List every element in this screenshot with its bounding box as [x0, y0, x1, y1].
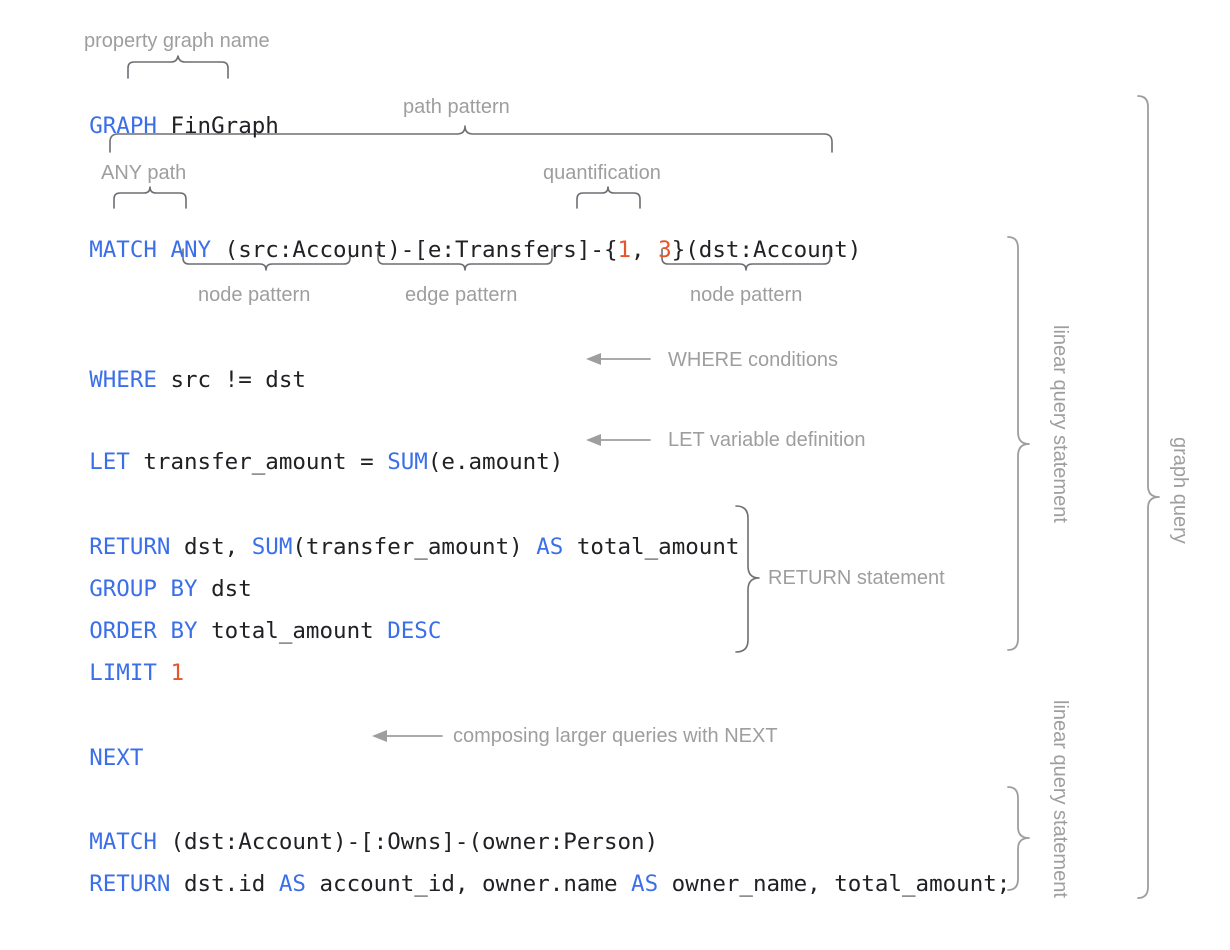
- label-let-variable-definition: LET variable definition: [668, 429, 866, 451]
- token-keyword: RETURN: [89, 533, 171, 560]
- token-plain: src != dst: [156, 366, 306, 393]
- token-keyword: GRAPH: [89, 112, 157, 139]
- token-args: (e.amount): [427, 448, 564, 475]
- token-plain: transfer_amount =: [129, 448, 388, 475]
- label-path-pattern: path pattern: [403, 96, 510, 118]
- token-comma: ,: [631, 236, 659, 263]
- token-pattern: (dst:Account)-[:Owns]-(owner:Person): [156, 828, 659, 855]
- token-keyword: MATCH: [89, 236, 157, 263]
- token-space: [157, 237, 171, 263]
- arrow-where-conditions: [586, 353, 651, 365]
- arrow-composing-with-next: [372, 730, 443, 742]
- brace-linear-query-statement-1: [1007, 236, 1030, 651]
- token-keyword-as-2: AS: [631, 870, 659, 897]
- code-line-let: LET transfer_amount = SUM(e.amount): [35, 428, 563, 496]
- token-plain: total_amount: [197, 617, 388, 644]
- label-node-pattern-1: node pattern: [198, 284, 311, 306]
- code-line-next: NEXT: [35, 724, 143, 792]
- token-keyword-as-1: AS: [278, 870, 306, 897]
- code-line-return-2: RETURN dst.id AS account_id, owner.name …: [35, 850, 1010, 918]
- label-linear-query-statement-2: linear query statement: [1049, 700, 1071, 898]
- code-line-group-by: GROUP BY dst: [35, 555, 252, 623]
- label-edge-pattern: edge pattern: [405, 284, 518, 306]
- token-pattern-tail: }(dst:Account): [671, 236, 862, 263]
- code-line-graph: GRAPH FinGraph: [35, 92, 279, 160]
- label-graph-query: graph query: [1169, 437, 1191, 544]
- token-plain: dst: [197, 575, 252, 602]
- token-alias: total_amount: [563, 533, 740, 560]
- token-args: (transfer_amount): [292, 533, 537, 560]
- token-plain: dst.id: [170, 870, 279, 897]
- token-keyword: GROUP BY: [89, 575, 198, 602]
- label-linear-query-statement-1: linear query statement: [1049, 325, 1071, 523]
- brace-property-graph-name: [127, 55, 229, 79]
- arrow-let-variable-definition: [586, 434, 651, 446]
- token-number-upper: 3: [658, 236, 672, 263]
- label-return-statement: RETURN statement: [768, 567, 945, 589]
- token-alias-1: account_id, owner.name: [305, 870, 632, 897]
- brace-any-path: [113, 186, 187, 209]
- token-keyword: WHERE: [89, 366, 157, 393]
- token-keyword: MATCH: [89, 828, 157, 855]
- label-quantification: quantification: [543, 162, 661, 184]
- token-keyword: LIMIT: [89, 659, 157, 686]
- label-property-graph-name: property graph name: [84, 30, 270, 52]
- brace-return-statement: [735, 505, 760, 653]
- code-line-limit: LIMIT 1: [35, 639, 184, 707]
- token-keyword-next: NEXT: [89, 744, 144, 771]
- token-plain: FinGraph: [156, 112, 279, 139]
- label-any-path: ANY path: [101, 162, 187, 184]
- token-keyword-any: ANY: [170, 236, 212, 263]
- code-line-order-by: ORDER BY total_amount DESC: [35, 597, 441, 665]
- brace-linear-query-statement-2: [1007, 786, 1030, 891]
- label-composing-with-next: composing larger queries with NEXT: [453, 725, 778, 747]
- token-alias-2: owner_name, total_amount;: [658, 870, 1011, 897]
- code-line-return: RETURN dst, SUM(transfer_amount) AS tota…: [35, 513, 739, 581]
- token-keyword-as: AS: [536, 533, 564, 560]
- token-number-limit: 1: [170, 659, 185, 686]
- code-line-where: WHERE src != dst: [35, 346, 306, 414]
- token-plain: dst,: [170, 533, 252, 560]
- token-keyword: LET: [89, 448, 130, 475]
- brace-quantification: [576, 186, 641, 209]
- label-where-conditions: WHERE conditions: [668, 349, 839, 371]
- token-function-sum: SUM: [251, 533, 293, 560]
- code-line-match: MATCH ANY (src:Account)-[e:Transfers]-{1…: [35, 216, 861, 284]
- token-space: [157, 660, 171, 686]
- token-pattern: (src:Account)-[e:Transfers]-{: [211, 236, 618, 263]
- token-keyword: ORDER BY: [89, 617, 198, 644]
- brace-graph-query: [1137, 95, 1160, 899]
- code-line-match-2: MATCH (dst:Account)-[:Owns]-(owner:Perso…: [35, 808, 658, 876]
- token-keyword: RETURN: [89, 870, 171, 897]
- token-function-sum: SUM: [387, 448, 428, 475]
- label-node-pattern-2: node pattern: [690, 284, 803, 306]
- token-number-lower: 1: [617, 236, 632, 263]
- token-keyword-desc: DESC: [387, 617, 442, 644]
